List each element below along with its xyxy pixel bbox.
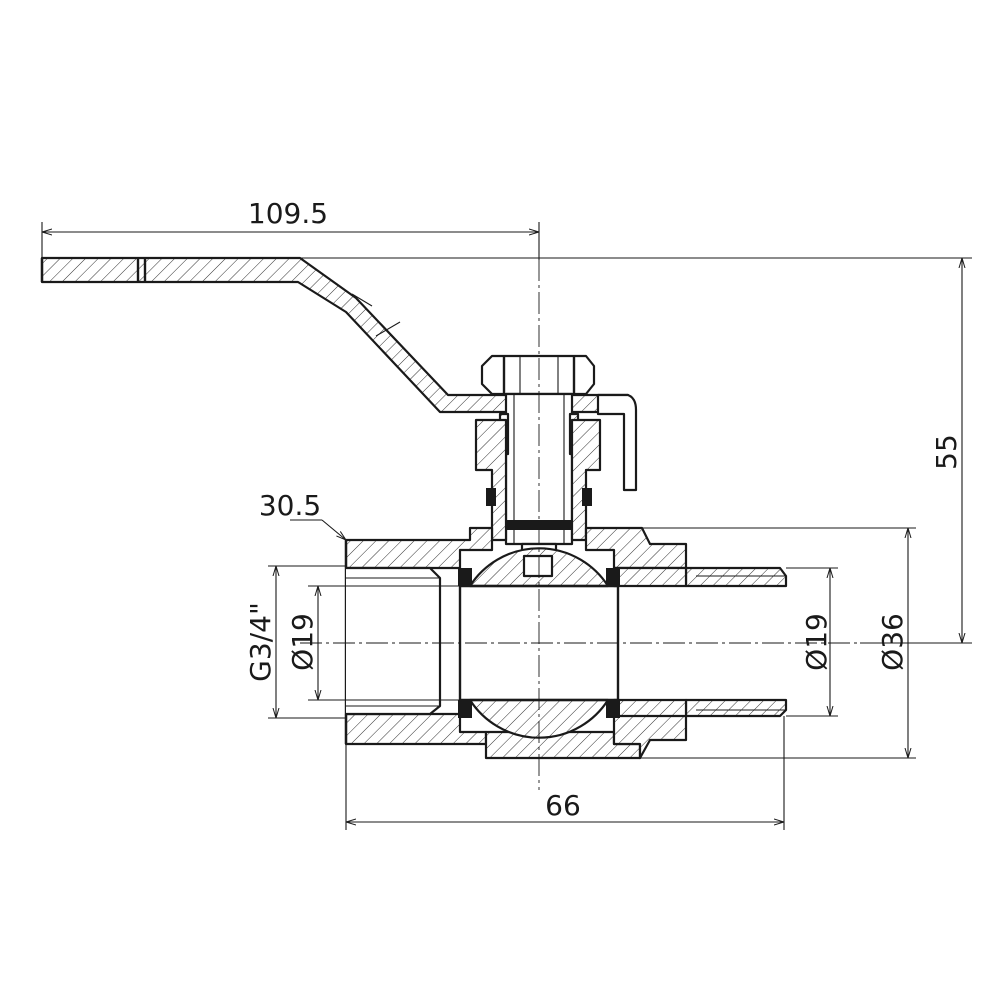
dim-thread-label: G3/4": [244, 602, 277, 682]
dim-wrench-flat: 30.5: [259, 489, 346, 540]
dim-bore-right-label: Ø19: [800, 613, 833, 671]
dim-thread: G3/4": [244, 565, 346, 719]
dim-bore-left-label: Ø19: [286, 613, 319, 671]
stem-nut: [480, 354, 596, 396]
dim-outer-diameter: Ø36: [640, 527, 916, 759]
dim-wrench-flat-label: 30.5: [259, 489, 321, 522]
dim-handle-length: 109.5: [41, 197, 540, 260]
dim-overall-length-label: 66: [545, 789, 581, 822]
dim-outer-diameter-label: Ø36: [876, 613, 909, 671]
dim-bore-right: Ø19: [786, 567, 838, 717]
center-lines: [300, 226, 860, 790]
bonnet: [474, 418, 602, 542]
dim-height-label: 55: [930, 434, 963, 470]
dim-overall-length: 66: [345, 716, 785, 830]
dim-height: 55: [300, 257, 972, 644]
dim-handle-length-label: 109.5: [248, 197, 328, 230]
dim-bore-left: Ø19: [286, 585, 460, 701]
